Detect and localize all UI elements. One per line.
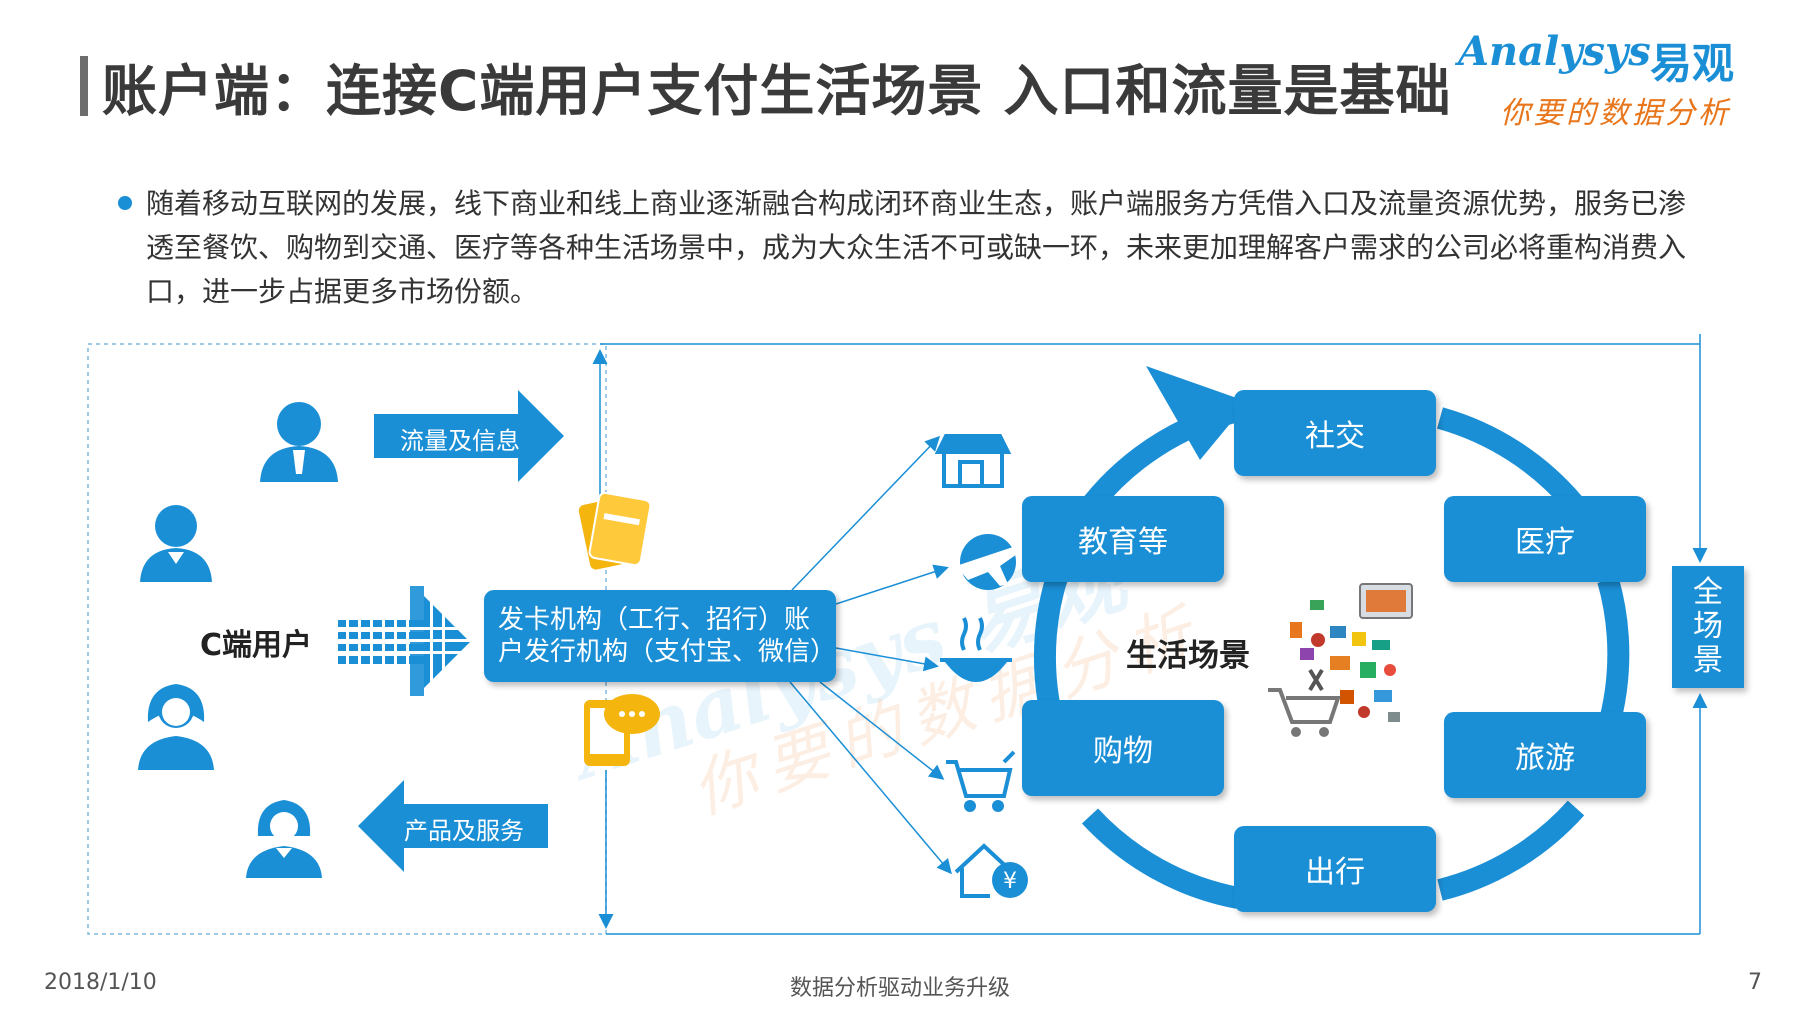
page-number: 7 [1748, 970, 1762, 995]
issuer-line-1: 发卡机构（工行、招行）账 [498, 605, 811, 635]
fan-connector-lines [789, 435, 952, 875]
full-scene-char-2: 场 [1693, 609, 1723, 644]
title-accent-bar [80, 56, 88, 116]
c-user-label: C端用户 [200, 628, 313, 663]
svg-text:¥: ¥ [1003, 869, 1017, 894]
user-female-icon [138, 684, 214, 770]
user-female-icon [246, 800, 322, 878]
store-icon [934, 434, 1012, 488]
user-male-icon [140, 505, 212, 582]
full-scene-char-3: 景 [1693, 643, 1723, 678]
product-arrow-left [358, 780, 548, 872]
issuer-box: 发卡机构（工行、招行）账 户发行机构（支付宝、微信） [484, 590, 836, 682]
user-male-icon [260, 402, 338, 482]
full-scene-box: 全 场 景 [1672, 566, 1744, 688]
dotted-arrow-left-icon [336, 584, 476, 700]
logo-analysys: Analysys [1458, 28, 1651, 75]
bullet-dot-icon [118, 196, 132, 210]
lifestyle-collage-icon [1268, 583, 1413, 737]
cycle-arrowhead [1146, 366, 1248, 460]
footer-slogan: 数据分析驱动业务升级 [790, 976, 1011, 1001]
house-yuan-icon: ¥ [954, 843, 1028, 898]
bank-card-icon [578, 491, 652, 570]
user-region-dashed-border [87, 343, 607, 935]
scene-travel: 旅游 [1444, 712, 1646, 798]
logo-cn: 易观 [1650, 39, 1735, 88]
scene-education: 教育等 [1022, 496, 1224, 582]
page-title: 账户端：连接C端用户支付生活场景 入口和流量是基础 [102, 59, 1452, 123]
scene-social: 社交 [1234, 390, 1436, 476]
scene-shopping: 购物 [1022, 700, 1224, 796]
life-scene-label: 生活场景 [1126, 638, 1250, 674]
scene-medical: 医疗 [1444, 496, 1646, 582]
scene-transport: 出行 [1234, 826, 1436, 912]
issuer-line-2: 户发行机构（支付宝、微信） [498, 637, 837, 667]
scope-bracket-lines [592, 334, 1708, 935]
product-service-label: 产品及服务 [404, 817, 524, 845]
flow-arrow-right [374, 390, 564, 482]
footer-date: 2018/1/10 [44, 970, 157, 995]
shopping-cart-icon [946, 750, 1016, 812]
bullet-text: 随着移动互联网的发展，线下商业和线上商业逐渐融合构成闭环商业生态，账户端服务方凭… [146, 187, 1687, 308]
flow-info-label: 流量及信息 [400, 427, 520, 455]
airplane-icon [956, 534, 1020, 590]
mobile-chat-icon [584, 694, 660, 766]
full-scene-char-1: 全 [1693, 575, 1723, 610]
logo-tagline: 你要的数据分析 [1500, 96, 1731, 131]
food-bowl-icon [940, 617, 1012, 682]
